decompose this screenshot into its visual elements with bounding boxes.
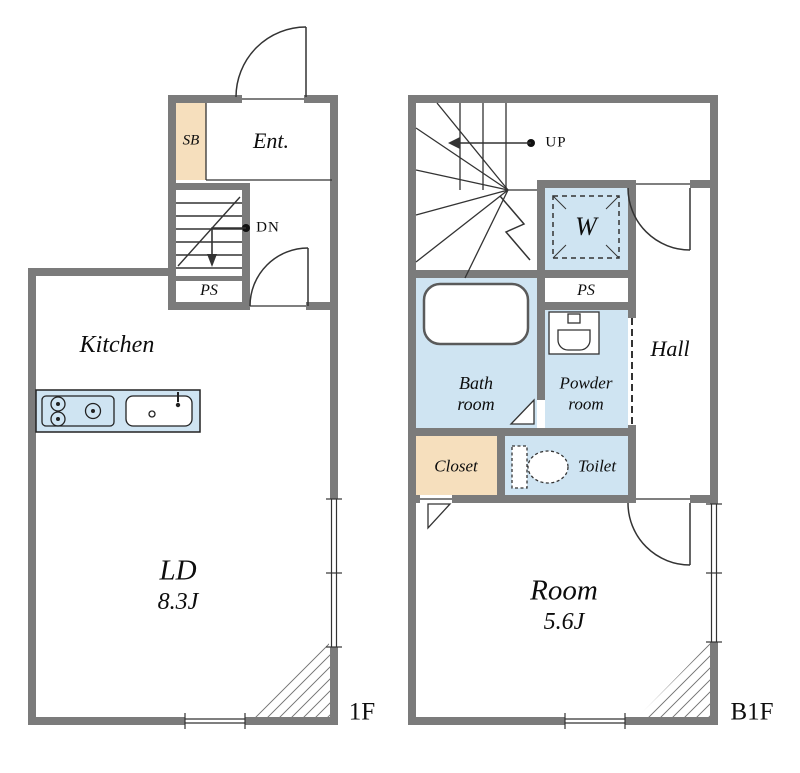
- wall: [537, 180, 545, 400]
- label-bath-line1: Bath: [459, 373, 493, 393]
- label-powder-line1: Powder: [559, 373, 613, 393]
- wall: [710, 95, 718, 725]
- wall: [408, 95, 718, 103]
- label-living-dining: LD: [159, 554, 197, 587]
- closet-area: [416, 436, 497, 495]
- wall: [330, 95, 338, 725]
- wall: [408, 270, 636, 278]
- label-stairs-up: UP: [545, 134, 567, 151]
- wall: [690, 495, 718, 503]
- label-room: Room: [530, 574, 598, 607]
- wall: [628, 425, 636, 503]
- hatch-corner-b1f: [638, 643, 710, 717]
- wall: [690, 180, 718, 188]
- shoebox-area: [176, 103, 206, 180]
- label-bath-line2: room: [457, 394, 495, 414]
- stairs-1f-icon: [176, 196, 242, 269]
- wall: [168, 302, 250, 310]
- label-closet: Closet: [434, 456, 478, 476]
- label-kitchen: Kitchen: [79, 332, 155, 358]
- wall: [408, 495, 420, 503]
- closet-door-icon: [427, 503, 452, 530]
- label-floor-1f: 1F: [348, 698, 376, 726]
- wall: [28, 268, 36, 725]
- label-shoe-box: SB: [182, 132, 200, 149]
- label-washer: W: [575, 212, 597, 241]
- hatch-corner-1f: [250, 638, 330, 717]
- wall: [497, 436, 505, 495]
- wall: [28, 717, 338, 725]
- wall: [537, 302, 636, 310]
- wall: [242, 183, 250, 310]
- label-entrance: Ent.: [252, 128, 290, 153]
- label-hall: Hall: [650, 336, 690, 361]
- stairs-b1f-icon: [415, 102, 537, 279]
- wall: [28, 268, 176, 276]
- label-powder-line2: room: [568, 394, 604, 414]
- label-living-dining-size: 8.3J: [157, 589, 199, 615]
- wall: [408, 717, 718, 725]
- wall: [452, 495, 636, 503]
- wall: [168, 95, 176, 310]
- wall: [408, 95, 416, 725]
- kitchen-door-icon: [249, 247, 309, 307]
- wall: [628, 180, 636, 310]
- sink-icon: [125, 392, 193, 427]
- wall: [168, 183, 250, 190]
- label-stairs-down: DN: [256, 219, 280, 236]
- label-toilet: Toilet: [577, 456, 617, 476]
- label-pipe-space-1f: PS: [200, 282, 218, 299]
- entrance-door-icon: [235, 26, 307, 100]
- label-pipe-space-b1f: PS: [577, 282, 595, 299]
- up-arrow: [448, 137, 535, 149]
- stove-icon: [41, 395, 115, 427]
- wall: [628, 310, 636, 318]
- wall: [176, 276, 242, 281]
- wall: [168, 95, 242, 103]
- room-door-icon: [627, 498, 691, 566]
- wall: [416, 428, 636, 436]
- wall: [304, 95, 338, 103]
- hall-door-top-icon: [627, 183, 691, 251]
- label-room-size: 5.6J: [543, 609, 585, 635]
- kitchen-counter: [35, 389, 201, 433]
- label-floor-b1f: B1F: [730, 698, 774, 726]
- wall: [306, 302, 338, 310]
- wall: [540, 180, 636, 188]
